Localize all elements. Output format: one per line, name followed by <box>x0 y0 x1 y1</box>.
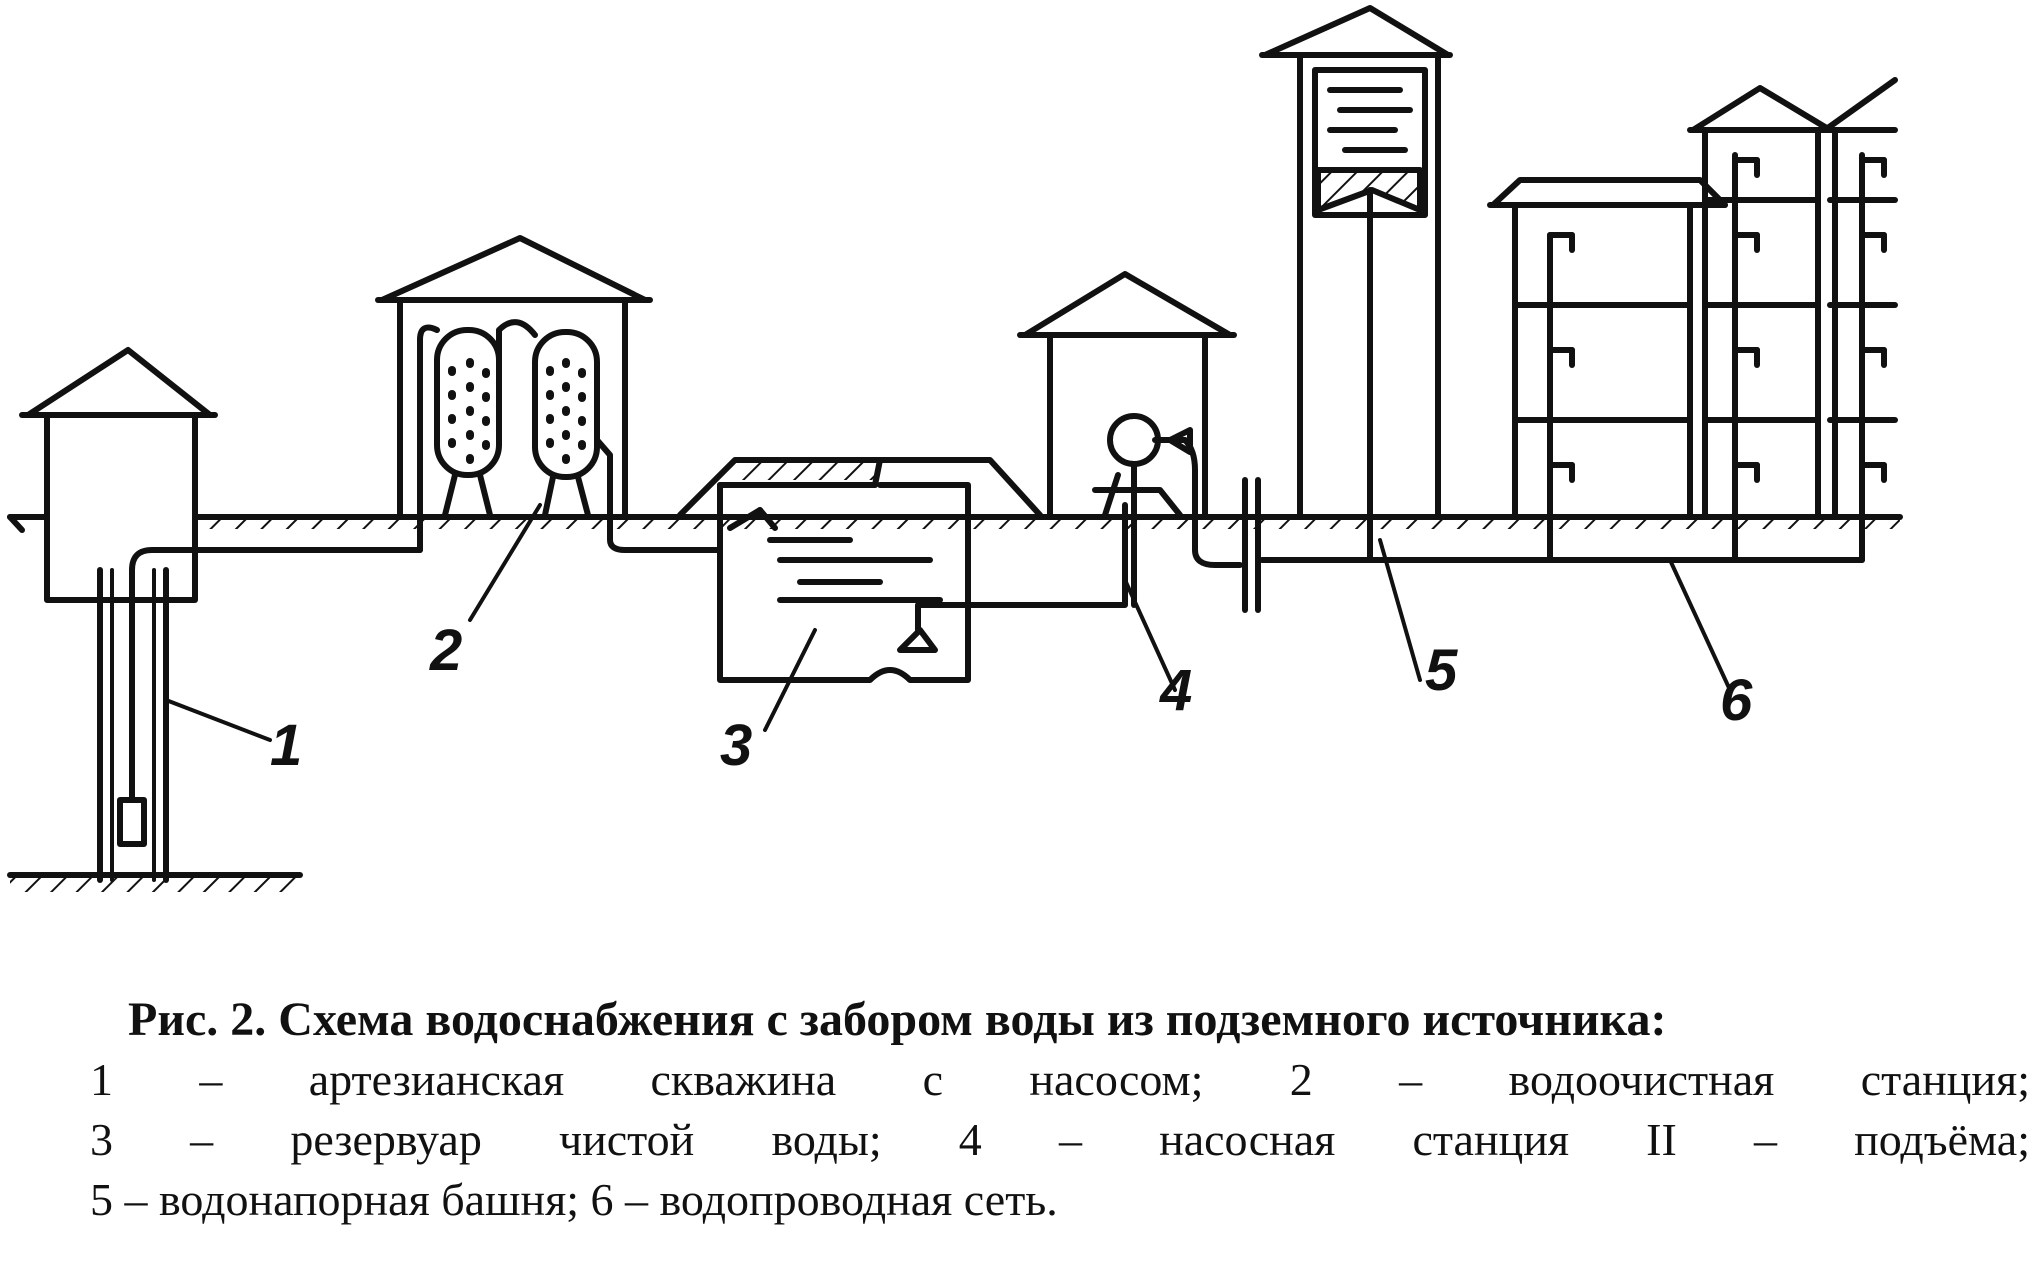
leader-1 <box>164 698 272 742</box>
label-2: 2 <box>429 618 462 683</box>
caption-word: подъёма; <box>1854 1114 2030 1165</box>
caption-word: скважина <box>650 1054 837 1105</box>
figure-caption: Рис. 2. Схема водоснабжения с забором во… <box>90 990 2030 1230</box>
water-treatment-station <box>375 235 723 622</box>
label-1: 1 <box>270 713 302 778</box>
caption-word: 4 <box>958 1114 982 1165</box>
caption-word: 1 <box>90 1054 113 1105</box>
caption-word: станция; <box>1860 1054 2030 1105</box>
clean-water-reservoir <box>677 457 1128 732</box>
ground-surface <box>7 514 1903 892</box>
caption-word: чистой <box>559 1114 695 1165</box>
label-5: 5 <box>1425 638 1458 703</box>
label-4: 4 <box>1159 658 1192 723</box>
water-network <box>1267 77 1898 692</box>
caption-word: – <box>199 1054 223 1105</box>
caption-word: с <box>922 1054 944 1105</box>
caption-line-1: 1 – артезианская скважина с насосом; 2 –… <box>90 1050 2030 1110</box>
caption-word: – <box>190 1114 214 1165</box>
water-supply-diagram: 1 2 3 4 5 6 <box>7 5 1903 892</box>
caption-word: резервуар <box>290 1114 482 1165</box>
water-tower <box>1259 5 1453 682</box>
caption-word: артезианская <box>308 1054 565 1105</box>
caption-word: насосом; <box>1029 1054 1204 1105</box>
caption-word: 2 <box>1289 1054 1313 1105</box>
caption-word: насосная <box>1159 1114 1336 1165</box>
caption-line-3: 5 – водонапорная башня; 6 – водопроводна… <box>90 1170 2030 1230</box>
caption-title: Рис. 2. Схема водоснабжения с забором во… <box>128 993 1667 1046</box>
caption-word: 5 – водонапорная башня; 6 – водопроводна… <box>90 1174 1058 1225</box>
caption-word: воды; <box>771 1114 882 1165</box>
caption-word: II <box>1646 1114 1677 1165</box>
caption-word: – <box>1399 1054 1423 1105</box>
label-6: 6 <box>1720 668 1753 733</box>
caption-line-2: 3 – резервуар чистой воды; 4 – насосная … <box>90 1110 2030 1170</box>
label-3: 3 <box>720 713 752 778</box>
caption-word: – <box>1753 1114 1777 1165</box>
artesian-well-house <box>19 347 423 883</box>
caption-word: станция <box>1412 1114 1569 1165</box>
caption-word: водоочистная <box>1508 1054 1775 1105</box>
caption-word: – <box>1058 1114 1082 1165</box>
pump-station <box>1017 271 1273 692</box>
caption-word: 3 <box>90 1114 113 1165</box>
